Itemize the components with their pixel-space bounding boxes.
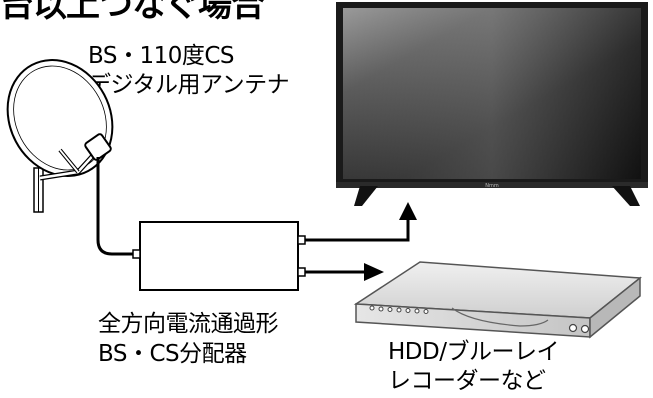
splitter-label-line1: 全方向電流通過形 <box>98 311 279 337</box>
antenna-label-line2: デジタル用アンテナ <box>88 72 290 98</box>
splitter-box <box>132 221 306 291</box>
antenna-label-line1: BS・110度CS <box>88 43 235 69</box>
antenna-cable <box>96 157 134 256</box>
splitter-label-line2: BS・CS分配器 <box>98 341 247 367</box>
tv-brand-text: Nmm <box>485 183 499 189</box>
television: Nmm <box>336 2 648 206</box>
recorder-label-line1: HDD/ブルーレイ <box>388 339 559 365</box>
tv-cable-arrow <box>305 202 417 242</box>
satellite-antenna <box>6 59 114 213</box>
page-title: 台以上つなぐ場合 <box>0 0 265 25</box>
recorder-device <box>353 261 642 339</box>
recorder-cable-arrow <box>305 263 384 281</box>
recorder-label-line2: レコーダーなど <box>388 368 546 394</box>
